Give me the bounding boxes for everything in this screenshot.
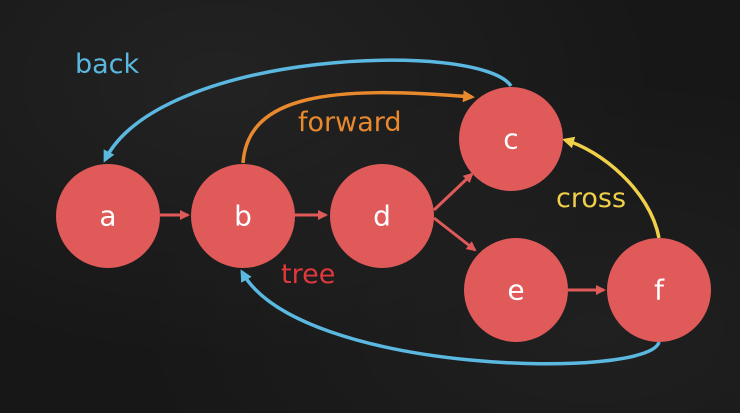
label-cross: cross: [556, 183, 626, 214]
node-f-label: f: [654, 274, 665, 307]
edge-d-c-tree: [432, 172, 474, 212]
node-b: b: [191, 164, 295, 268]
edge-c-a-back: [103, 58, 513, 163]
node-e-label: e: [507, 274, 524, 307]
edge-d-e-tree: [433, 216, 477, 252]
node-a-label: a: [99, 200, 116, 233]
edge-b-c-forward: [241, 90, 475, 164]
edge-f-b-back: [240, 269, 661, 366]
node-c-label: c: [503, 123, 518, 156]
label-back: back: [75, 49, 140, 80]
label-tree: tree: [281, 259, 335, 290]
node-b-label: b: [234, 200, 252, 233]
node-d-label: d: [373, 200, 391, 233]
node-d: d: [330, 164, 434, 268]
node-c: c: [459, 87, 563, 191]
node-f: f: [607, 238, 711, 342]
node-a: a: [56, 164, 160, 268]
edge-f-c-cross: [562, 136, 661, 239]
node-e: e: [464, 238, 568, 342]
label-forward: forward: [298, 107, 402, 138]
